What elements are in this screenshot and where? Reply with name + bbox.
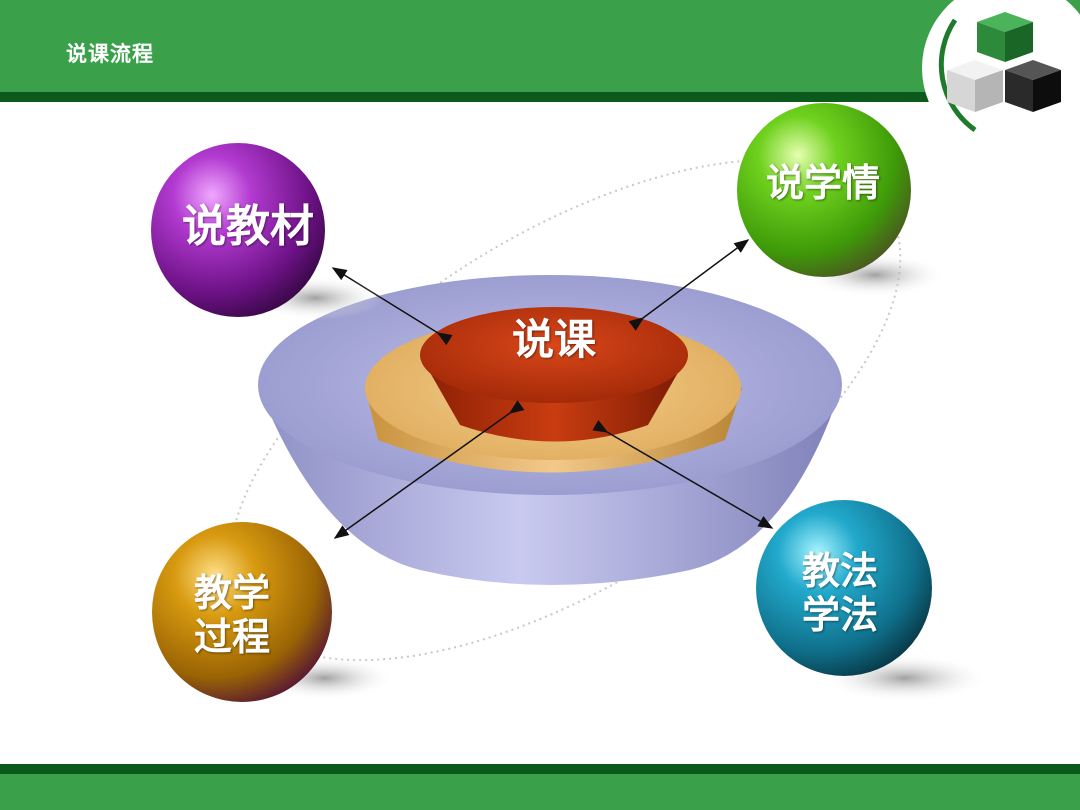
node-jiaofa-line2: 学法	[801, 592, 878, 637]
arrow-guocheng	[333, 400, 525, 539]
footer-divider	[0, 764, 1080, 774]
sphere-jiaofa	[756, 500, 932, 676]
sphere-xueqing	[737, 103, 911, 277]
arrow-jiaocai	[331, 267, 453, 346]
green-cubes-logo-icon	[922, 0, 1080, 140]
arrow-jiaofa	[592, 420, 774, 529]
node-jiaofa-label: 教法 学法	[780, 549, 900, 637]
header-bar	[0, 0, 1080, 92]
page-title: 说课流程	[66, 42, 154, 66]
node-jiaocai-label: 说教材	[182, 201, 314, 252]
center-label: 说课	[511, 315, 596, 364]
node-guocheng-label: 教学 过程	[172, 571, 292, 659]
sphere-guocheng	[152, 522, 332, 702]
sphere-jiaocai	[151, 143, 325, 317]
header-divider	[0, 92, 940, 102]
node-guocheng-line1: 教学	[193, 571, 270, 615]
node-xueqing-label: 说学情	[765, 161, 880, 205]
node-guocheng-line2: 过程	[193, 614, 270, 659]
footer-bar	[0, 774, 1080, 810]
arrow-xueqing	[628, 239, 750, 331]
node-jiaofa-line1: 教法	[801, 549, 878, 593]
